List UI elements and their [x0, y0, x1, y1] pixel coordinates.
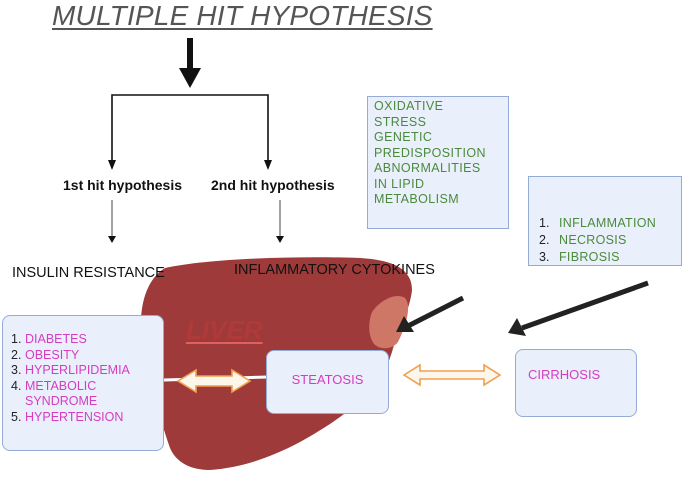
list-item: 1.INFLAMMATION	[539, 216, 657, 230]
steatosis-box: STEATOSIS	[266, 350, 389, 414]
list-item: PREDISPOSITION	[374, 145, 486, 160]
list-item: SYNDROME	[25, 394, 98, 408]
list-item: IN LIPID	[374, 176, 425, 191]
list-item: 4.METABOLIC	[11, 378, 97, 393]
oxidative-stress-box: OXIDATIVE STRESS GENETIC PREDISPOSITION …	[367, 96, 509, 229]
oxidative-to-liver-arrowhead	[396, 316, 414, 332]
inflammation-box: 1.INFLAMMATION 2.NECROSIS 3.FIBROSIS	[528, 176, 682, 266]
cirrhosis-label: CIRRHOSIS	[528, 367, 601, 382]
list-item: 2.NECROSIS	[539, 233, 627, 247]
branch-left-arrowhead	[108, 160, 116, 170]
double-arrow-left	[176, 368, 252, 394]
list-item: 1.DIABETES	[11, 332, 87, 346]
double-arrow-right	[402, 363, 502, 387]
branch-right-arrowhead	[264, 160, 272, 170]
list-item: 5.HYPERTENSION	[11, 409, 124, 424]
insulin-resistance-label: INSULIN RESISTANCE	[12, 265, 165, 281]
list-item: METABOLISM	[374, 192, 460, 206]
list-item: STRESS	[374, 114, 427, 129]
branch-bracket	[111, 94, 269, 168]
inflammation-list: 1.INFLAMMATION 2.NECROSIS 3.FIBROSIS	[539, 215, 681, 266]
list-item: OXIDATIVE	[374, 99, 444, 113]
list-item: GENETIC	[374, 130, 433, 144]
gallbladder-shape	[369, 295, 409, 349]
title-arrow-head	[179, 68, 201, 88]
inflammatory-cytokines-label: INFLAMMATORY CYTOKINES	[234, 262, 435, 278]
risk-factors-list: 1.DIABETES 2.OBESITY 3.HYPERLIPIDEMIA 4.…	[11, 332, 163, 425]
steatosis-label: STEATOSIS	[291, 371, 364, 387]
inflammation-to-cirrhosis-arrowhead	[508, 318, 526, 336]
list-item: 3.HYPERLIPIDEMIA	[11, 363, 130, 377]
cirrhosis-box: CIRRHOSIS	[515, 349, 637, 417]
list-item: 2.OBESITY	[11, 347, 80, 362]
first-hit-label: 1st hit hypothesis	[63, 177, 183, 193]
list-item: 3.FIBROSIS	[539, 250, 620, 264]
diagram-title: MULTIPLE HIT HYPOTHESIS	[52, 0, 433, 31]
risk-factors-box: 1.DIABETES 2.OBESITY 3.HYPERLIPIDEMIA 4.…	[2, 315, 164, 451]
second-hit-label: 2nd hit hypothesis	[211, 177, 335, 193]
liver-label: LIVER	[186, 315, 263, 345]
list-item: ABNORMALITIES	[374, 161, 481, 175]
oxidative-to-liver-arrow	[406, 295, 465, 329]
oxidative-stress-list: OXIDATIVE STRESS GENETIC PREDISPOSITION …	[374, 99, 502, 208]
inflammation-to-cirrhosis-arrow	[521, 280, 649, 331]
